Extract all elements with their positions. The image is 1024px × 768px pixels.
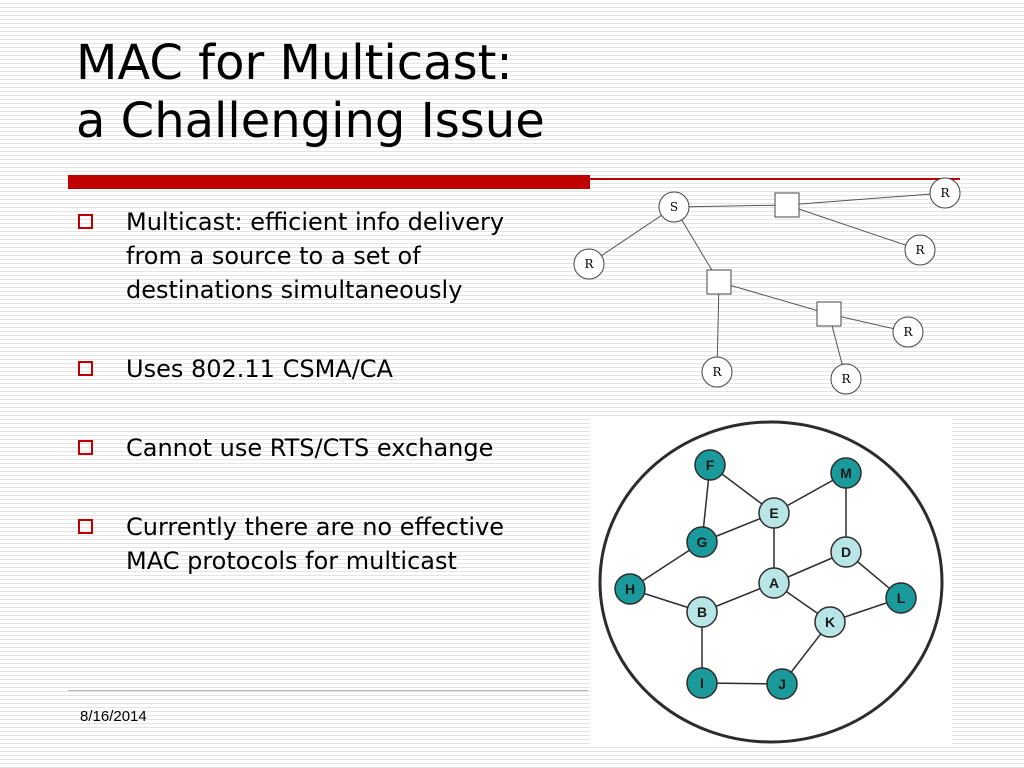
tree-node-s: S (658, 191, 690, 223)
mesh-node-k: K (814, 606, 846, 638)
tree-node-r6: R (830, 363, 862, 395)
bullet-item: Multicast: efficient info delivery from … (76, 205, 516, 307)
title-underline-bar (68, 175, 590, 189)
svg-text:R: R (915, 243, 925, 257)
multicast-tree-diagram: S R R R R R R (573, 177, 961, 395)
tree-node-r3: R (573, 248, 605, 280)
bullet-item: Uses 802.11 CSMA/CA (76, 352, 516, 386)
tree-node-r1: R (929, 177, 961, 209)
bullet-item: Currently there are no effective MAC pro… (76, 510, 516, 578)
svg-text:I: I (700, 675, 704, 691)
bullet-text: Cannot use RTS/CTS exchange (126, 434, 494, 462)
slide-date: 8/16/2014 (80, 708, 147, 725)
bullet-text: Currently there are no effective MAC pro… (126, 513, 505, 575)
tree-relay-node (816, 301, 842, 327)
svg-text:R: R (584, 257, 594, 271)
svg-text:D: D (841, 544, 851, 560)
bullet-text: Uses 802.11 CSMA/CA (126, 355, 393, 383)
title-underline-thin (590, 178, 960, 180)
tree-node-r2: R (904, 234, 936, 266)
slide-title: MAC for Multicast: a Challenging Issue (76, 34, 545, 150)
svg-text:R: R (940, 186, 950, 200)
mesh-node-l: L (885, 582, 917, 614)
mesh-node-i: I (686, 667, 718, 699)
title-line-2: a Challenging Issue (76, 93, 545, 149)
network-boundary-circle (598, 420, 944, 744)
svg-text:R: R (903, 325, 913, 339)
tree-node-r4: R (892, 316, 924, 348)
square-bullet-icon (78, 361, 93, 376)
tree-edge (718, 281, 830, 315)
svg-text:J: J (778, 676, 786, 692)
bullet-item: Cannot use RTS/CTS exchange (76, 431, 516, 465)
title-line-1: MAC for Multicast: (76, 35, 513, 91)
tree-edge (673, 204, 788, 208)
mesh-node-h: H (614, 573, 646, 605)
tree-edge (786, 204, 921, 251)
mesh-node-d: D (830, 536, 862, 568)
svg-text:K: K (825, 614, 835, 630)
square-bullet-icon (78, 519, 93, 534)
tree-edge (786, 192, 946, 206)
mesh-network-diagram: F M E G D A H L B K I J (598, 420, 944, 744)
footer-divider (68, 690, 588, 691)
square-bullet-icon (78, 440, 93, 455)
svg-text:H: H (625, 581, 635, 597)
svg-text:S: S (670, 200, 678, 214)
svg-text:G: G (697, 534, 708, 550)
svg-text:F: F (706, 457, 715, 473)
svg-text:R: R (841, 372, 851, 386)
tree-node-r5: R (701, 356, 733, 388)
mesh-node-b: B (686, 596, 718, 628)
mesh-node-m: M (830, 457, 862, 489)
svg-text:M: M (840, 465, 852, 481)
svg-text:B: B (697, 604, 707, 620)
mesh-node-e: E (758, 497, 790, 529)
svg-text:L: L (897, 590, 906, 606)
bullet-text: Multicast: efficient info delivery from … (126, 208, 505, 304)
tree-relay-node (706, 269, 732, 295)
mesh-node-a: A (758, 567, 790, 599)
square-bullet-icon (78, 214, 93, 229)
svg-text:E: E (769, 505, 778, 521)
bullet-list: Multicast: efficient info delivery from … (76, 205, 516, 623)
mesh-node-j: J (766, 668, 798, 700)
svg-text:R: R (712, 365, 722, 379)
tree-relay-node (774, 192, 800, 218)
mesh-node-f: F (694, 449, 726, 481)
mesh-node-g: G (686, 526, 718, 558)
svg-text:A: A (769, 575, 779, 591)
tree-edge (588, 206, 675, 265)
mesh-network-panel: F M E G D A H L B K I J (590, 418, 952, 744)
